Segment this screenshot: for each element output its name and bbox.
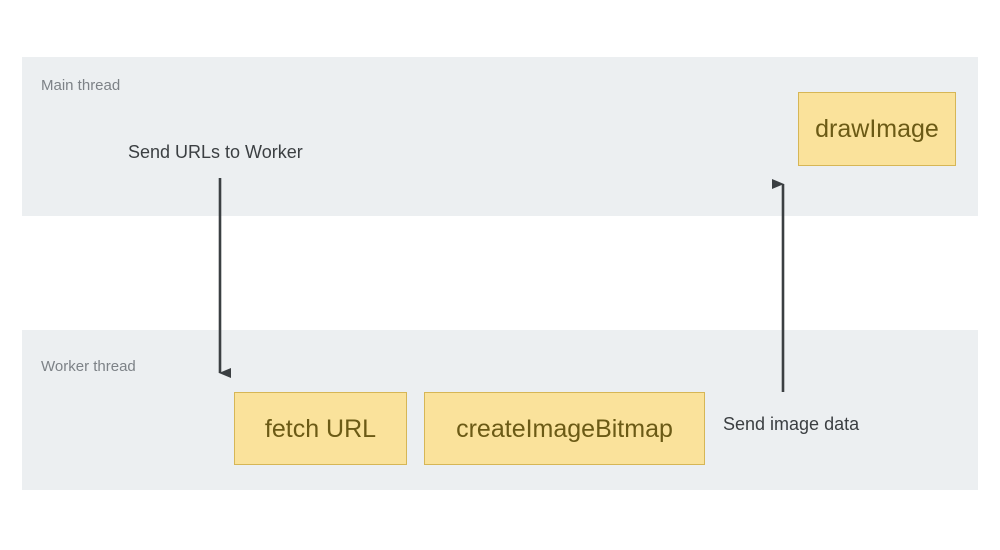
lane-label-main-thread: Main thread xyxy=(41,77,121,94)
edge-label-send-image-data: Send image data xyxy=(723,414,860,434)
node-fetch-url[interactable]: fetch URL xyxy=(234,392,407,465)
edge-label-send-urls-to-worker: Send URLs to Worker xyxy=(128,142,303,162)
node-draw-image[interactable]: drawImage xyxy=(798,92,956,166)
node-create-image-bitmap-label: createImageBitmap xyxy=(456,414,673,443)
lane-label-worker-thread: Worker thread xyxy=(41,358,136,375)
node-fetch-url-label: fetch URL xyxy=(264,414,377,443)
node-draw-image-label: drawImage xyxy=(815,115,939,143)
node-create-image-bitmap[interactable]: createImageBitmap xyxy=(424,392,705,465)
